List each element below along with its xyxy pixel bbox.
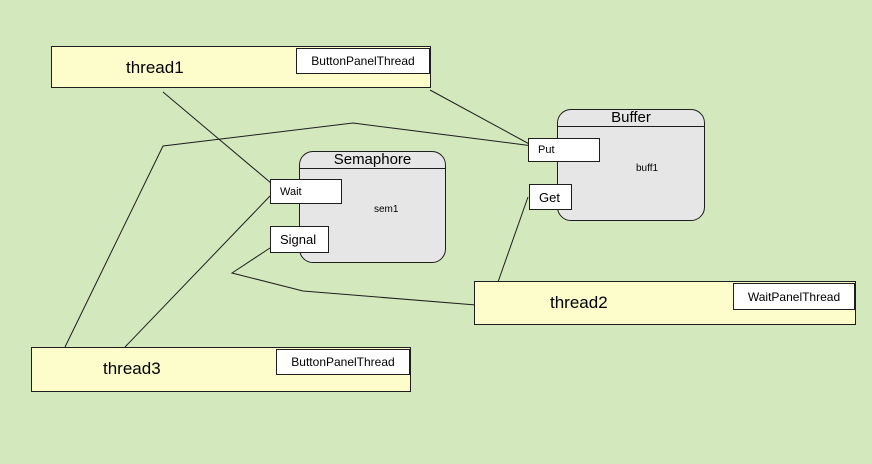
thread3-type-label: ButtonPanelThread [276, 349, 410, 375]
thread2-box[interactable]: thread2 WaitPanelThread [474, 281, 856, 325]
semaphore-signal-port[interactable]: Signal [270, 226, 329, 253]
semaphore-instance-name: sem1 [374, 204, 399, 215]
thread3-name: thread3 [103, 359, 161, 378]
buffer-class-name: Buffer [558, 110, 704, 127]
buffer-instance-name: buff1 [636, 163, 659, 174]
link-thread3-wait [124, 195, 271, 348]
thread2-name: thread2 [550, 293, 608, 312]
link-thread3-put [64, 122, 534, 348]
thread1-name: thread1 [126, 58, 184, 77]
thread1-type-label: ButtonPanelThread [296, 48, 430, 74]
semaphore-class-name: Semaphore [300, 152, 445, 169]
thread2-type-label: WaitPanelThread [733, 283, 855, 310]
buffer-get-port[interactable]: Get [529, 184, 572, 210]
thread3-box[interactable]: thread3 ButtonPanelThread [31, 347, 411, 392]
link-thread2-signal [230, 247, 477, 306]
link-thread1-put [429, 89, 534, 147]
buffer-put-port[interactable]: Put [528, 138, 600, 162]
link-thread1-wait [162, 91, 285, 195]
link-thread2-get [497, 196, 529, 283]
thread1-box[interactable]: thread1 ButtonPanelThread [51, 46, 431, 88]
buffer-box[interactable]: Buffer buff1 [557, 109, 705, 221]
semaphore-wait-port[interactable]: Wait [270, 179, 342, 204]
